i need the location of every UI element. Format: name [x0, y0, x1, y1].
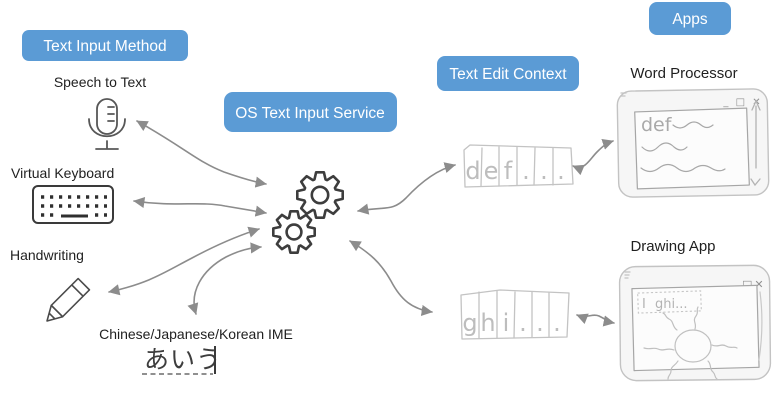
cell-char: .: [557, 157, 565, 185]
text-edit-context-box-2: g h i . . .: [460, 289, 570, 340]
keyboard-icon: [32, 185, 114, 224]
pill-bg: [437, 56, 579, 91]
pill-bg: [224, 92, 397, 132]
scrollbar: [750, 99, 761, 187]
arrow-context2-drawingapp: [576, 313, 615, 327]
text-edit-context-box-1: d e f . . .: [463, 144, 574, 188]
input-method-ime: Chinese/Japanese/Korean IME あいう: [99, 326, 293, 375]
pill-os-text-input-service: OS Text Input Service: [224, 92, 397, 132]
word-processor-label: Word Processor: [630, 65, 737, 82]
context2-cells: g h i . . .: [462, 309, 560, 337]
ime-composition: あいう: [142, 345, 222, 375]
cell-char: d: [465, 157, 480, 185]
arrow-ime-service: [187, 242, 262, 315]
arrow-context1-wordprocessor: [572, 138, 614, 176]
document-text: def: [641, 114, 673, 136]
cell-char: .: [536, 309, 544, 337]
textbox-text: ghi...: [655, 297, 688, 312]
cell-char: .: [553, 309, 561, 337]
drawing-app: Drawing App _□✕ I ghi...: [618, 238, 772, 382]
pill-apps: Apps: [649, 2, 731, 35]
os-text-input-service-node: [272, 171, 344, 254]
menu-lines-icon: [620, 92, 627, 97]
arrow-keyboard-service: [133, 196, 267, 217]
arrow-handwriting-service: [108, 226, 260, 296]
pill-bg: [22, 30, 188, 61]
drawing-app-window: _□✕ I ghi...: [618, 264, 772, 382]
pill-bg: [649, 2, 731, 35]
cell-char: f: [504, 157, 513, 185]
pill-text-edit-context: Text Edit Context: [437, 56, 579, 91]
arrow-service-context2: [349, 240, 433, 316]
pill-text-input-method: Text Input Method: [22, 30, 188, 61]
cell-char: h: [480, 309, 495, 337]
handwriting-label: Handwriting: [10, 247, 84, 263]
arrow-speech-service: [136, 120, 267, 188]
input-method-speech: Speech to Text: [54, 74, 146, 150]
word-processor-window: _ □ ✕ def: [616, 88, 770, 198]
cell-char: .: [522, 157, 530, 185]
microphone-icon: [88, 98, 126, 150]
arrow-service-context1: [357, 162, 456, 215]
context1-cells: d e f . . .: [465, 157, 564, 185]
pill-label: OS Text Input Service: [235, 105, 385, 122]
canvas-textbox: [637, 290, 702, 314]
drawing-app-label: Drawing App: [630, 238, 715, 255]
connector-arrows: [108, 120, 615, 327]
cell-char: .: [540, 157, 548, 185]
pencil-icon: [46, 277, 91, 322]
cell-char: e: [484, 157, 499, 185]
cell-char: .: [519, 309, 527, 337]
virtual-keyboard-label: Virtual Keyboard: [11, 165, 114, 181]
word-processor-app: Word Processor _ □ ✕ def: [616, 65, 770, 198]
ibeam-cursor-icon: I: [642, 297, 646, 312]
ime-composition-text: あいう: [144, 345, 222, 374]
pill-label: Text Input Method: [43, 38, 166, 55]
input-method-keyboard: Virtual Keyboard: [11, 165, 114, 224]
sun-doodle: [643, 291, 763, 380]
gears-icon: [272, 171, 344, 254]
input-method-handwriting: Handwriting: [10, 247, 91, 322]
text-cursor: [214, 346, 216, 374]
pill-label: Apps: [672, 11, 708, 28]
cell-char: i: [503, 309, 510, 337]
pill-label: Text Edit Context: [449, 66, 567, 83]
document-squiggle-lines: [640, 121, 726, 173]
scroll-up-arrow-icon: [751, 99, 761, 169]
window-controls-icon: _ □ ✕: [722, 97, 762, 108]
menu-lines-icon: [624, 271, 631, 279]
cell-char: g: [462, 309, 477, 337]
speech-to-text-label: Speech to Text: [54, 74, 146, 90]
scroll-down-arrow-icon: [750, 178, 761, 187]
cjk-ime-label: Chinese/Japanese/Korean IME: [99, 326, 293, 342]
